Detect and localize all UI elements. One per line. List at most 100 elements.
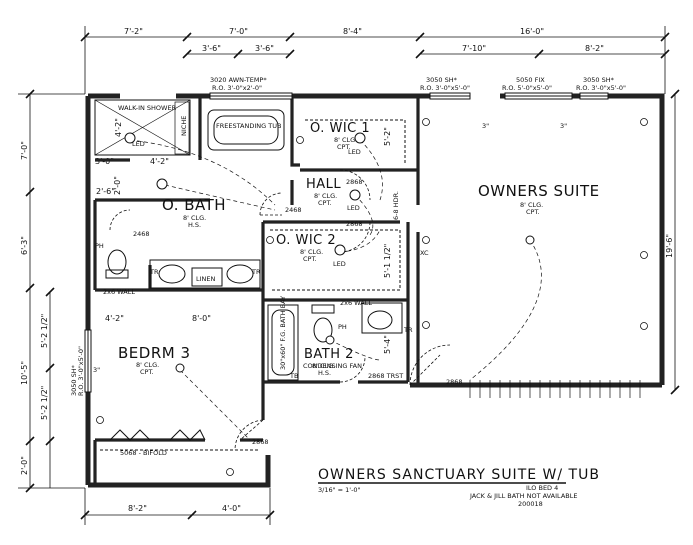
dim-int-9: 5'-1 1/2": [383, 244, 392, 278]
obath-floor: H.S.: [188, 221, 201, 229]
bath2-ceiling: 8' CLG.: [312, 362, 335, 370]
wall-2x6-a: 2x6 WALL: [103, 288, 135, 296]
window-3in-c: 3": [93, 366, 100, 374]
dim-int-8: 5'-2": [383, 127, 392, 146]
dim-top2-4: 8'-2": [585, 44, 604, 53]
lights: [124, 132, 535, 373]
tr-right: TR: [251, 268, 261, 276]
window-1-ro: R.O. 3'-0"x2'-0": [212, 84, 262, 92]
light-bedrm3: [175, 363, 185, 373]
niche-label: NICHE: [180, 116, 188, 136]
dim-int-6: 4'-2": [105, 314, 124, 323]
dim-int-10: 5'-4": [383, 335, 392, 354]
dim-left-2: 6'-3": [20, 236, 29, 255]
light-obath: [156, 178, 168, 190]
led-shower: LED: [132, 140, 145, 148]
bedrm3-name: BEDRM 3: [118, 344, 191, 362]
owic2-name: O. WIC 2: [276, 233, 336, 248]
window-4-ro: R.O. 3'-0"x5'-0": [576, 84, 626, 92]
toilet-bath2: [313, 317, 333, 343]
led-hall: LED: [347, 204, 360, 212]
dim-top-3: 8'-4": [343, 27, 362, 36]
owners-suite-name: OWNERS SUITE: [478, 182, 600, 200]
door-bed3: [234, 419, 264, 451]
door-label-wic1: 2868: [346, 178, 363, 186]
fixture-labels: WALK-IN SHOWER FREESTANDING TUB NICHE LI…: [95, 104, 429, 457]
xc-label: XC: [420, 249, 429, 257]
shower-label: WALK-IN SHOWER: [118, 104, 177, 112]
vanity-counter: [149, 259, 261, 289]
sink-left: [158, 264, 186, 284]
plan-scale: 3/16" = 1'-0": [318, 486, 361, 494]
dim-top-4: 16'-0": [520, 27, 544, 36]
light-wic1: [354, 132, 366, 144]
dim-left-1: 7'-0": [20, 141, 29, 160]
window-3-size: 5050 FIX: [516, 76, 545, 84]
linen-label: LINEN: [196, 275, 216, 283]
bifold-label: 5068 - BIFOLD: [120, 449, 167, 457]
sink-right: [226, 264, 254, 284]
window-2-size: 3050 SH*: [426, 76, 458, 84]
window-3in-a: 3": [482, 122, 489, 130]
door-wic1: [339, 169, 371, 201]
title-block: OWNERS SANCTUARY SUITE W/ TUB 3/16" = 1'…: [318, 467, 600, 508]
window-3-ro: R.O. 5'-0"x5'-0": [502, 84, 552, 92]
tr-bath2: TR: [403, 326, 413, 334]
fixtures: [94, 99, 406, 451]
plan-ref: ILO BED 4: [526, 484, 558, 492]
owic2-ceiling: 8' CLG.: [300, 248, 323, 256]
fan-label: CONDENSING FAN: [303, 362, 362, 370]
sink-bath2: [367, 310, 393, 330]
switch-legs: [129, 139, 542, 441]
bath2-tub: [267, 304, 299, 381]
dim-int-7: 8'-0": [192, 314, 211, 323]
window-2-ro: R.O. 3'-0"x5'-0": [420, 84, 470, 92]
outlets: [96, 118, 648, 476]
dim-int-4: 2'-0": [113, 176, 122, 195]
light-shower: [124, 132, 136, 144]
dim-top2-2: 3'-6": [255, 44, 274, 53]
window-5-size: 3050 SH*: [70, 364, 78, 396]
dim-int-5: 2'-6": [96, 187, 115, 196]
bath-bay-label: 30"x60" F.G. BATH BAY: [279, 296, 287, 370]
dim-int-1: 4'-2": [114, 118, 123, 137]
light-suite: [525, 235, 535, 245]
led-wic2: LED: [333, 260, 346, 268]
ph-obath: PH: [95, 242, 104, 250]
plan-title: OWNERS SANCTUARY SUITE W/ TUB: [318, 467, 600, 483]
dimension-lines: [18, 26, 680, 525]
window-1-size: 3020 AWN-TEMP*: [210, 76, 267, 84]
linen-cabinet: [191, 267, 223, 287]
door-label-suite: 2868: [446, 378, 463, 386]
obath-name: O. BATH: [162, 196, 226, 214]
led-wic1: LED: [348, 148, 361, 156]
tb-bath2: TB: [289, 372, 298, 380]
doors: [109, 169, 451, 451]
owners-suite-ceiling: 8' CLG.: [520, 201, 543, 209]
window-4-size: 3050 SH*: [583, 76, 615, 84]
wall-2x6-b: 2x6 WALL: [340, 299, 372, 307]
bedrm3-floor: CPT.: [140, 368, 154, 376]
dim-top-2: 7'-0": [229, 27, 248, 36]
door-obath: [259, 192, 283, 216]
shelf-wic2: [270, 229, 401, 291]
owic1-name: O. WIC 1: [310, 121, 370, 136]
hdr-label: 6-8 HDR.: [392, 191, 400, 220]
toilet-obath: [107, 249, 127, 275]
door-label-bed3: 2868: [252, 438, 269, 446]
bifold-door: [109, 429, 206, 441]
owic1-ceiling: 8' CLG.: [334, 136, 357, 144]
dim-top-1: 7'-2": [124, 27, 143, 36]
door-wc: [109, 209, 131, 231]
shower-enclosure: [94, 99, 191, 156]
room-labels: OWNERS SUITE 8' CLG. CPT. O. BATH 8' CLG…: [118, 121, 600, 377]
bath2-floor: H.S.: [318, 369, 331, 377]
dim-right: 19'-6": [665, 234, 674, 258]
door-label-wc: 2468: [133, 230, 150, 238]
bedrm3-ceiling: 8' CLG.: [136, 361, 159, 369]
obath-ceiling: 8' CLG.: [183, 214, 206, 222]
plan-code: 200018: [518, 500, 543, 508]
dim-left-6: 2'-0": [20, 456, 29, 475]
light-bath2: [325, 335, 335, 345]
